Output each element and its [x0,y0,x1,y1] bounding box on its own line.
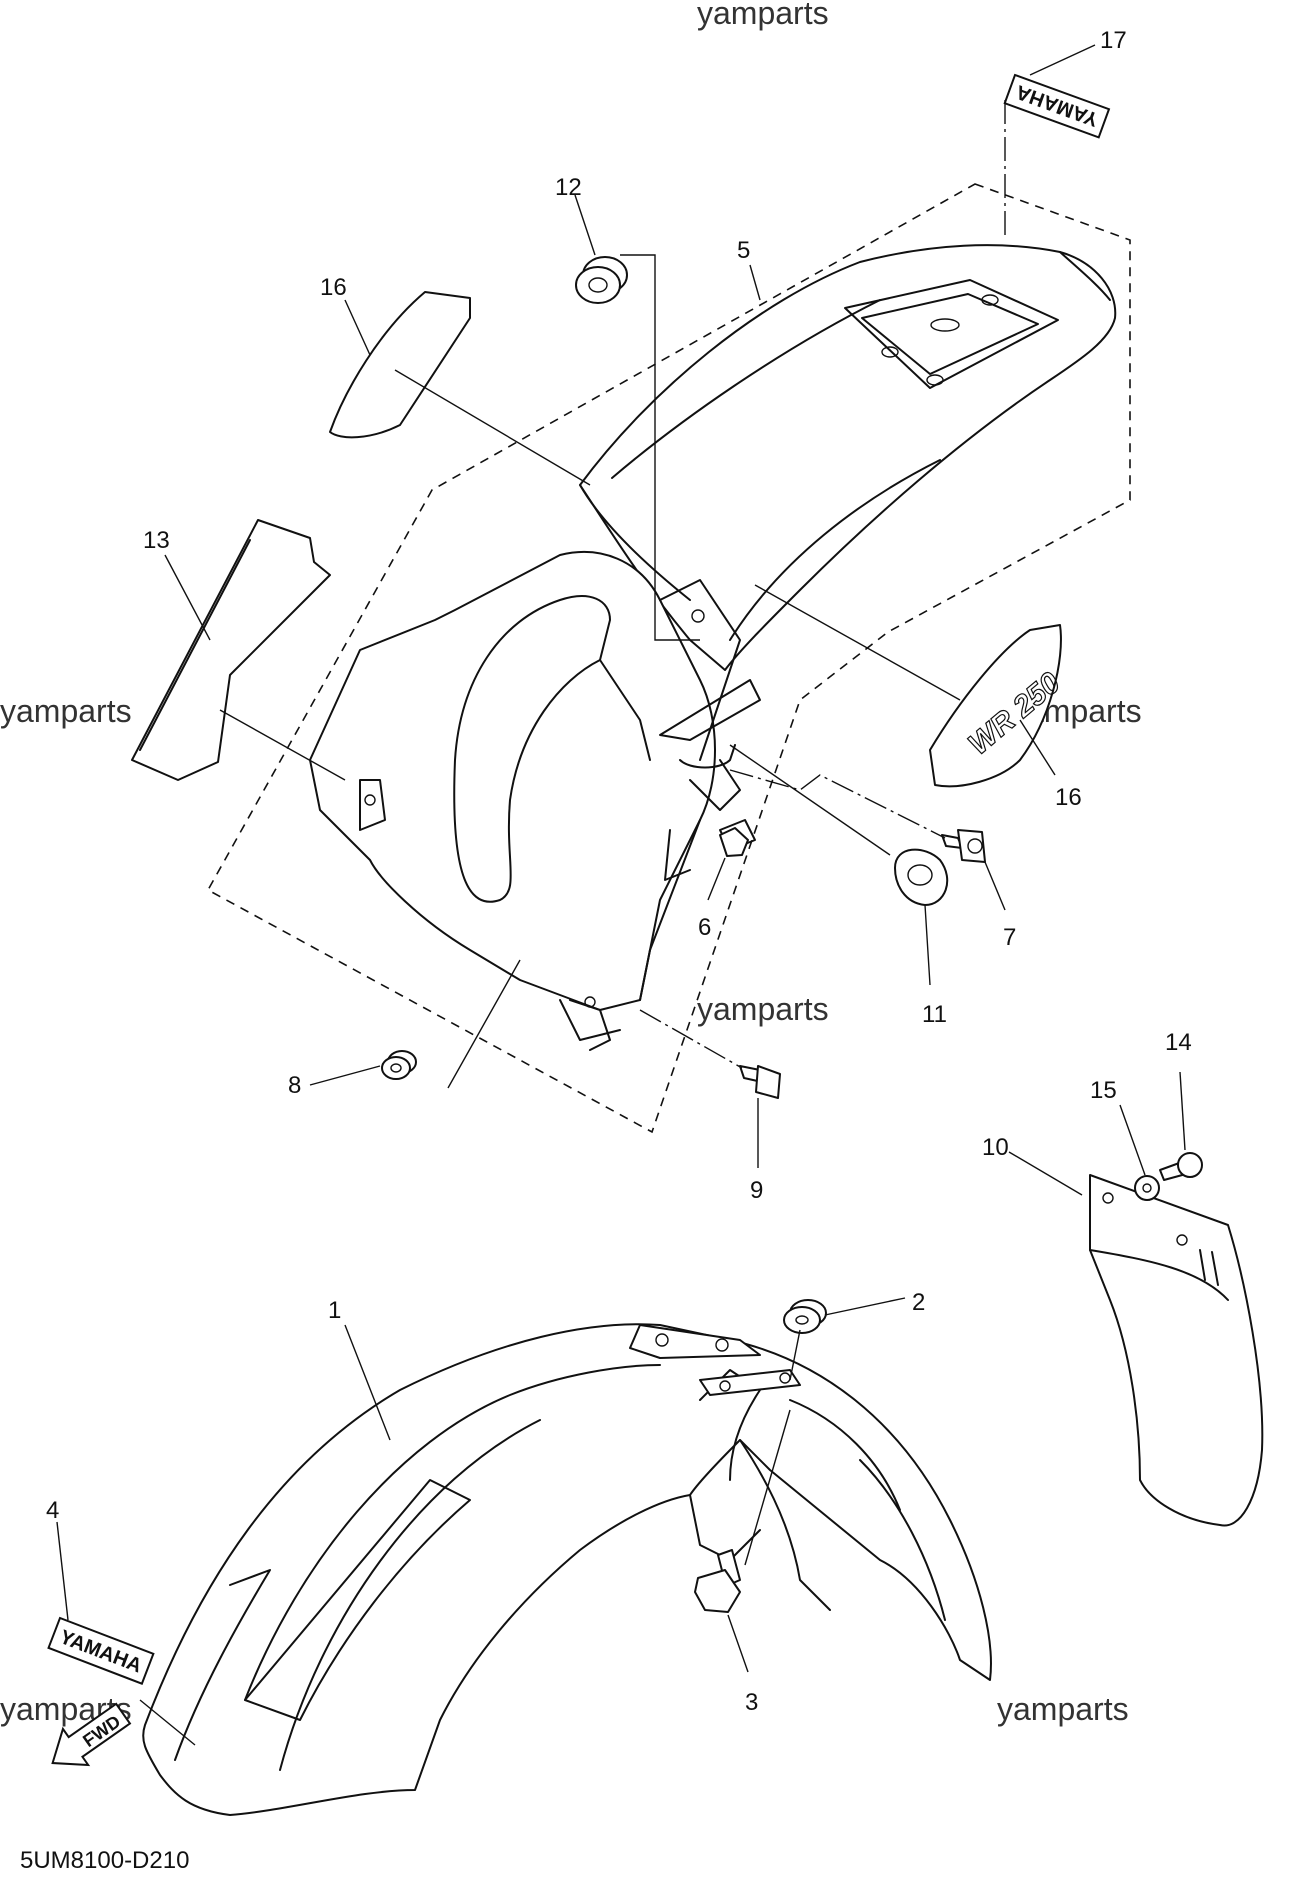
mud-flap [1089,1174,1264,1527]
watermark: yamparts [697,991,829,1027]
nut-6 [719,827,749,857]
callout-16-side: 16 [1055,784,1082,811]
bolt-3 [694,1549,741,1613]
callout-14: 14 [1165,1029,1192,1056]
decal-front: YAMAHA [47,1616,155,1686]
rear-inner-fender [309,551,761,1051]
diagram-code: 5UM8100-D210 [20,1847,189,1874]
leader-lines [56,44,1186,1746]
callout-7: 7 [1003,924,1016,951]
callout-2: 2 [912,1289,925,1316]
callout-5: 5 [737,237,750,264]
bolt-7 [941,829,986,863]
screw-14 [1159,1152,1203,1181]
callout-1: 1 [328,1297,341,1324]
callout-16-upper: 16 [320,274,347,301]
callouts: 17 12 5 16 13 16 6 7 11 8 9 14 15 10 1 2… [46,27,1192,1716]
side-plate [131,519,331,781]
watermark: yamparts [0,693,132,729]
callout-10: 10 [982,1134,1009,1161]
watermark: yamparts [997,1691,1129,1727]
decal-top: YAMAHA [1003,73,1111,139]
washer-15 [1134,1175,1160,1201]
callout-11: 11 [922,1001,947,1028]
callout-13: 13 [143,527,170,554]
callout-4: 4 [46,1497,59,1524]
callout-9: 9 [750,1177,763,1204]
collar-8 [381,1050,417,1080]
callout-8: 8 [288,1072,301,1099]
grommet-11 [894,848,949,906]
callout-6: 6 [698,914,711,941]
bolt-9 [739,1065,781,1099]
callout-12: 12 [555,174,582,201]
rear-fender [579,244,1117,671]
front-fender [142,1323,992,1816]
callout-3: 3 [745,1689,758,1716]
watermark: yamparts [697,0,829,31]
collar-2 [783,1299,827,1334]
callout-17: 17 [1100,27,1127,54]
grommet-12 [575,256,628,304]
decal-upper [329,291,471,439]
callout-15: 15 [1090,1077,1117,1104]
